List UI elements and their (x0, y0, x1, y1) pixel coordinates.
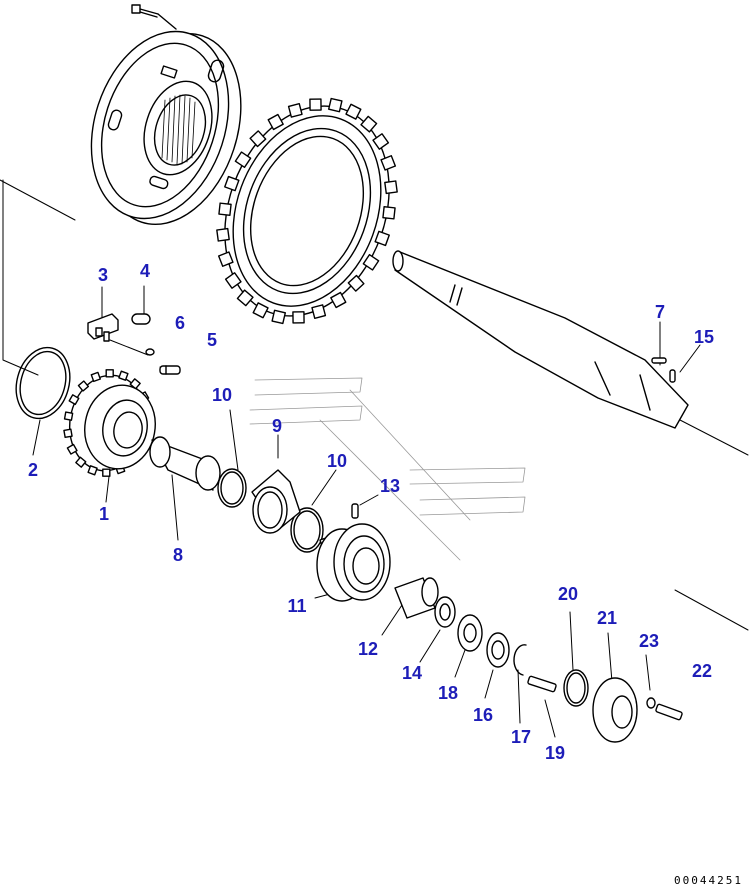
tooth (105, 369, 114, 378)
callout-13: 13 (379, 476, 401, 496)
callout-10-upper: 10 (211, 385, 233, 405)
top-bolt (131, 4, 177, 30)
tooth (102, 468, 111, 477)
tooth (382, 206, 396, 220)
tooth (87, 465, 98, 476)
tooth (380, 155, 397, 171)
tooth (360, 115, 378, 133)
tooth (267, 113, 284, 131)
tooth (218, 202, 232, 216)
tooth (224, 175, 240, 192)
callout-8: 8 (172, 545, 184, 565)
callout-1: 1 (98, 504, 110, 524)
callout-5: 5 (206, 330, 218, 350)
snap-ring-part-17 (513, 644, 527, 676)
axle-shaft (392, 250, 689, 429)
callout-21: 21 (596, 608, 618, 628)
tooth (271, 309, 287, 325)
tooth (234, 151, 252, 169)
o-rings-10 (217, 468, 324, 553)
tooth (287, 102, 303, 118)
callout-11: 11 (287, 596, 307, 616)
seal-part-9 (251, 469, 301, 534)
callout-6: 6 (174, 313, 186, 333)
drawing-number: 00044251 (674, 874, 743, 887)
tooth (217, 251, 234, 267)
tooth (249, 130, 267, 148)
tooth (384, 180, 398, 195)
tooth (252, 302, 269, 319)
plate-part-16 (486, 632, 510, 668)
callout-23: 23 (638, 631, 660, 651)
tooth (372, 133, 390, 150)
callout-20: 20 (557, 584, 579, 604)
tooth (216, 227, 230, 242)
housing-part-11 (316, 503, 391, 602)
tooth (224, 272, 242, 289)
callout-17: 17 (510, 727, 532, 747)
tooth (118, 370, 129, 381)
o-ring-part-20 (563, 669, 589, 707)
watermark (249, 377, 526, 561)
washer-part-14 (434, 596, 456, 628)
callout-22: 22 (691, 661, 713, 681)
tooth (75, 456, 87, 468)
callout-4: 4 (139, 261, 151, 281)
tooth (374, 230, 390, 247)
tooth (362, 253, 380, 271)
bracket-and-pin (87, 313, 181, 375)
tooth (345, 103, 362, 120)
tooth (309, 98, 322, 111)
callout-2: 2 (27, 460, 39, 480)
tooth (347, 274, 365, 292)
gear-part-1 (63, 369, 156, 477)
tooth (330, 291, 347, 309)
tooth (63, 428, 73, 439)
tooth (63, 411, 74, 421)
callout-15: 15 (693, 327, 715, 347)
cover-part-21 (592, 677, 638, 743)
tooth (90, 371, 101, 383)
callout-14: 14 (401, 663, 423, 683)
tooth (236, 289, 254, 307)
tooth (292, 311, 305, 324)
callout-10-lower: 10 (326, 451, 348, 471)
tooth (66, 443, 78, 455)
callout-18: 18 (437, 683, 459, 703)
o-ring-2 (15, 346, 71, 420)
callout-7: 7 (654, 302, 666, 322)
callout-16: 16 (472, 705, 494, 725)
callout-3: 3 (97, 265, 109, 285)
callout-9: 9 (271, 416, 283, 436)
tooth (311, 304, 327, 320)
sleeve-part-8 (149, 436, 221, 491)
final-drive-hub (90, 30, 242, 226)
callout-19: 19 (544, 743, 566, 763)
tooth (327, 97, 343, 113)
tooth (68, 394, 80, 406)
bolt-and-washer (646, 697, 683, 721)
bolt-part-19 (527, 675, 557, 693)
callout-12: 12 (357, 639, 379, 659)
nut-part-18 (457, 614, 483, 652)
sprocket (216, 97, 398, 325)
bushing-part-12 (394, 577, 439, 619)
tooth (77, 380, 90, 392)
